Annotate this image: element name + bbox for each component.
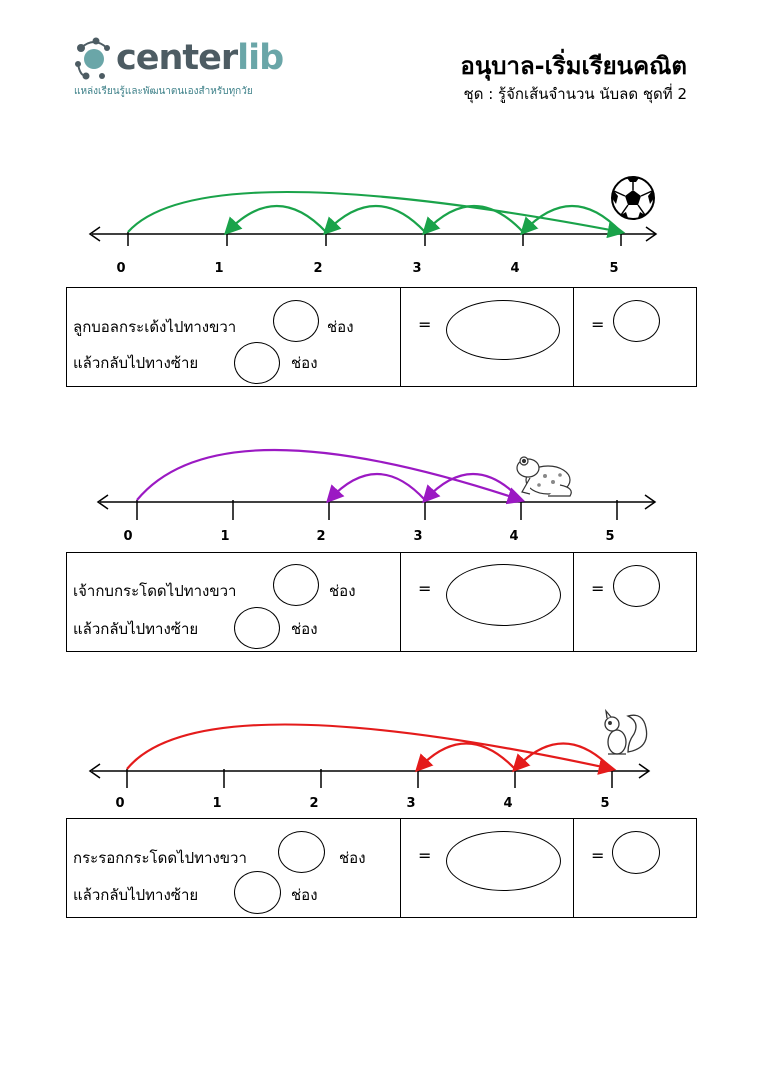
equals-sign: = <box>418 846 432 865</box>
question-line-2: แล้วกลับไปทางซ้าย <box>73 620 199 638</box>
unit-label: ช่อง <box>329 582 356 600</box>
tick-label: 5 <box>605 529 614 544</box>
equals-sign: = <box>591 579 605 598</box>
question-line-1: เจ้ากบกระโดดไปทางขวา <box>73 582 237 600</box>
unit-label: ช่อง <box>291 886 318 904</box>
answer-circle-left[interactable] <box>234 342 280 384</box>
page-subtitle: ชุด : รู้จักเส้นจำนวน นับลด ชุดที่ 2 <box>463 85 687 103</box>
tick-label: 5 <box>600 796 609 811</box>
question-line-2: แล้วกลับไปทางซ้าย <box>73 886 199 904</box>
answer-box-1: ลูกบอลกระเด้งไปทางขวา ช่อง แล้วกลับไปทาง… <box>66 287 697 387</box>
answer-box-2: เจ้ากบกระโดดไปทางขวา ช่อง แล้วกลับไปทางซ… <box>66 552 697 652</box>
tick-label: 0 <box>116 261 125 276</box>
tick-label: 1 <box>220 529 229 544</box>
tick-label: 2 <box>309 796 318 811</box>
tick-label: 3 <box>406 796 415 811</box>
answer-circle-right[interactable] <box>273 564 319 606</box>
answer-circle-right[interactable] <box>273 300 319 342</box>
tick-label: 2 <box>316 529 325 544</box>
frog-icon <box>516 456 572 497</box>
answer-circle-result[interactable] <box>613 565 660 607</box>
answer-oval-expression[interactable] <box>446 564 561 626</box>
logo-icon <box>75 37 110 80</box>
tick-label: 5 <box>609 261 618 276</box>
logo-wordmark: centerlib <box>116 38 284 78</box>
number-line-2: 0 1 2 3 4 5 <box>96 449 657 544</box>
soccer-ball-icon <box>611 176 655 220</box>
tick-label: 4 <box>503 796 512 811</box>
unit-label: ช่อง <box>339 849 366 867</box>
answer-circle-left[interactable] <box>234 871 281 914</box>
answer-circle-right[interactable] <box>278 831 325 873</box>
answer-oval-expression[interactable] <box>446 831 561 891</box>
number-line-1: 0 1 2 3 4 5 <box>88 176 658 276</box>
tick-label: 4 <box>510 261 519 276</box>
tick-label: 2 <box>313 261 322 276</box>
unit-label: ช่อง <box>291 354 318 372</box>
tick-label: 0 <box>115 796 124 811</box>
question-line-1: ลูกบอลกระเด้งไปทางขวา <box>73 318 237 336</box>
tick-label: 0 <box>123 529 132 544</box>
squirrel-icon <box>604 708 648 755</box>
answer-circle-result[interactable] <box>613 300 660 342</box>
equals-sign: = <box>591 315 605 334</box>
tick-label: 3 <box>413 529 422 544</box>
answer-circle-result[interactable] <box>612 831 660 874</box>
question-line-1: กระรอกกระโดดไปทางขวา <box>73 849 247 867</box>
tick-label: 4 <box>509 529 518 544</box>
logo-tagline: แหล่งเรียนรู้และพัฒนาตนเองสำหรับทุกวัย <box>74 86 253 97</box>
number-line-3: 0 1 2 3 4 5 <box>88 708 651 811</box>
tick-label: 1 <box>214 261 223 276</box>
tick-label: 1 <box>212 796 221 811</box>
jump-right-arc <box>127 190 626 239</box>
answer-oval-expression[interactable] <box>446 300 560 360</box>
equals-sign: = <box>591 846 605 865</box>
unit-label: ช่อง <box>291 620 318 638</box>
page-title: อนุบาล-เริ่มเรียนคณิต <box>460 52 687 80</box>
unit-label: ช่อง <box>327 318 354 336</box>
answer-box-3: กระรอกกระโดดไปทางขวา ช่อง แล้วกลับไปทางซ… <box>66 818 697 918</box>
question-line-2: แล้วกลับไปทางซ้าย <box>73 354 199 372</box>
equals-sign: = <box>418 315 432 334</box>
equals-sign: = <box>418 579 432 598</box>
answer-circle-left[interactable] <box>234 607 280 649</box>
tick-label: 3 <box>412 261 421 276</box>
